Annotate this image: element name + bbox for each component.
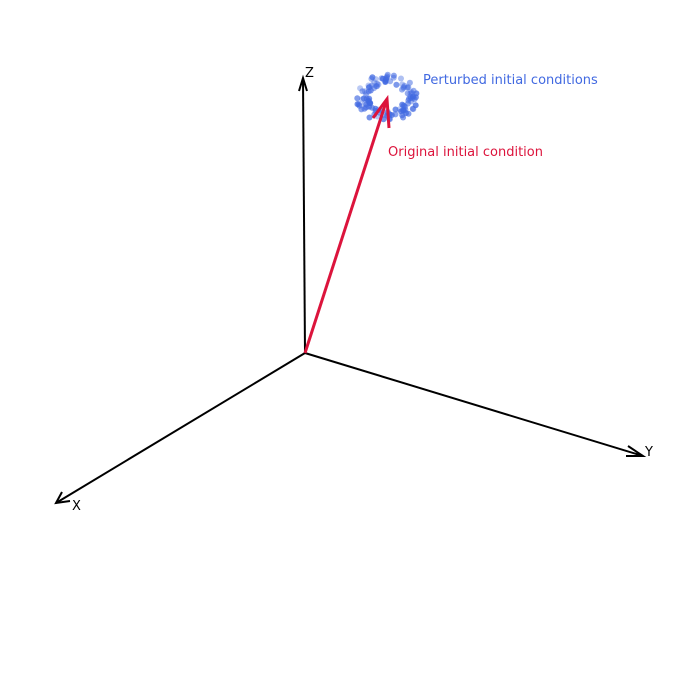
perturbed-point (369, 74, 376, 81)
perturbed-point (408, 90, 415, 97)
perturbed-point (365, 88, 372, 95)
perturbed-point (412, 94, 419, 101)
perturbed-point (400, 84, 407, 91)
original-condition-arrow (303, 94, 391, 354)
perturbed-point (374, 80, 381, 87)
perturbed-point (408, 88, 415, 95)
perturbed-point (358, 106, 365, 113)
x-axis-label: X (72, 499, 81, 514)
perturbed-point (398, 108, 405, 115)
perturbed-point (368, 82, 375, 89)
z-axis (298, 74, 308, 354)
perturbed-label: Perturbed initial conditions (423, 73, 598, 88)
perturbed-point (399, 86, 405, 93)
z-axis-label: Z (305, 66, 314, 81)
perturbed-point (384, 71, 391, 78)
y-axis (304, 352, 647, 457)
perturbed-point (392, 106, 399, 113)
perturbed-point (398, 75, 404, 82)
perturbed-point (407, 95, 414, 101)
perturbed-point (400, 114, 407, 121)
perturbed-point (354, 95, 361, 102)
perturbed-point (366, 83, 373, 90)
perturbed-point (390, 74, 397, 81)
perturbed-point (366, 114, 373, 121)
perturbed-point (372, 76, 379, 83)
perturbed-point (365, 82, 372, 89)
perturbed-point (375, 81, 382, 88)
perturbed-point (371, 79, 378, 86)
perturbed-points-cloud (354, 71, 420, 123)
perturbed-point (402, 103, 409, 110)
original-label: Original initial condition (388, 145, 543, 160)
y-axis-label: Y (644, 445, 653, 460)
perturbed-point (357, 85, 364, 92)
perturbed-point (399, 81, 406, 88)
perturbed-point (390, 72, 397, 79)
perturbed-point (412, 102, 419, 109)
perturbed-point (359, 88, 366, 95)
perturbed-point (405, 84, 412, 91)
perturbed-point (393, 81, 400, 88)
perturbed-point (365, 98, 372, 105)
perturbed-point (410, 106, 417, 113)
x-axis (54, 352, 306, 505)
perturbed-point (406, 79, 413, 86)
perturbed-point (363, 104, 370, 111)
